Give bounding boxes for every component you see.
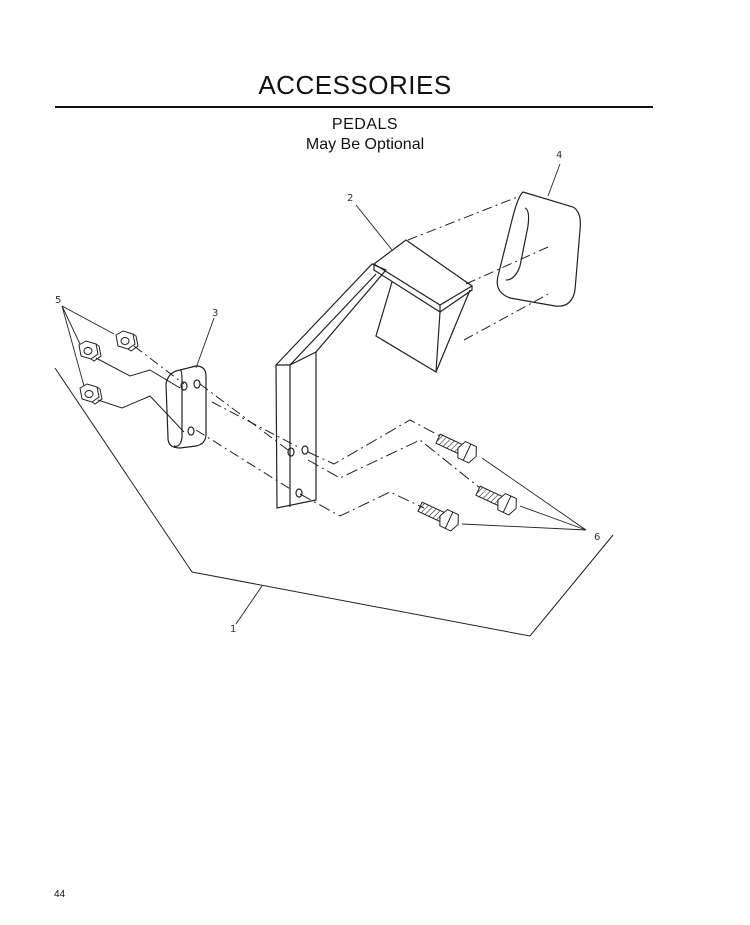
- hex-bolt-middle: [475, 485, 517, 516]
- bolt-routing-lines: [299, 419, 481, 517]
- leader-5c: [61, 305, 85, 387]
- bolt-alignment-lines: [133, 345, 301, 491]
- leader-lines: [61, 163, 587, 625]
- pedal-pad: [372, 239, 474, 374]
- callout-1: 1: [230, 624, 236, 635]
- locknut-middle: [78, 340, 102, 362]
- callout-4: 4: [556, 150, 562, 161]
- locknut-bottom: [79, 383, 103, 405]
- locknut-top: [115, 330, 139, 352]
- arm-hole-lower: [295, 488, 303, 498]
- nut-leader-paths: [95, 357, 185, 433]
- leader-3: [195, 317, 215, 369]
- callout-6: 6: [594, 532, 600, 543]
- hex-bolt-top: [435, 433, 477, 464]
- diagram-title: PEDALS: [331, 116, 399, 133]
- cover-alignment-lines: [407, 195, 553, 341]
- page-number: 44: [54, 889, 66, 900]
- hex-bolt-bottom: [417, 501, 459, 532]
- leader-5b: [61, 305, 81, 345]
- assembly-bracket-lines: [54, 367, 614, 637]
- arm-hole-upper-left: [287, 447, 295, 457]
- pedal-arm: [275, 263, 387, 509]
- callout-2: 2: [347, 193, 353, 204]
- leader-4: [547, 163, 561, 197]
- leader-2: [355, 204, 393, 251]
- callout-3: 3: [212, 308, 218, 319]
- spacer-plate: [165, 365, 207, 449]
- plate-hole-right: [193, 379, 201, 389]
- leader-1: [235, 585, 263, 625]
- leader-6b: [519, 505, 587, 531]
- leader-6c: [461, 523, 587, 531]
- page-title: ACCESSORIES: [258, 70, 452, 100]
- plate-hole-left: [180, 381, 188, 391]
- title-rule: [55, 106, 653, 108]
- arm-hole-upper-right: [301, 445, 309, 455]
- diagram-note: May Be Optional: [305, 136, 425, 153]
- callout-5: 5: [55, 295, 61, 306]
- pedal-cover: [496, 191, 581, 307]
- plate-hole-lower: [187, 426, 195, 436]
- leader-6a: [481, 457, 587, 531]
- leader-5a: [61, 305, 115, 335]
